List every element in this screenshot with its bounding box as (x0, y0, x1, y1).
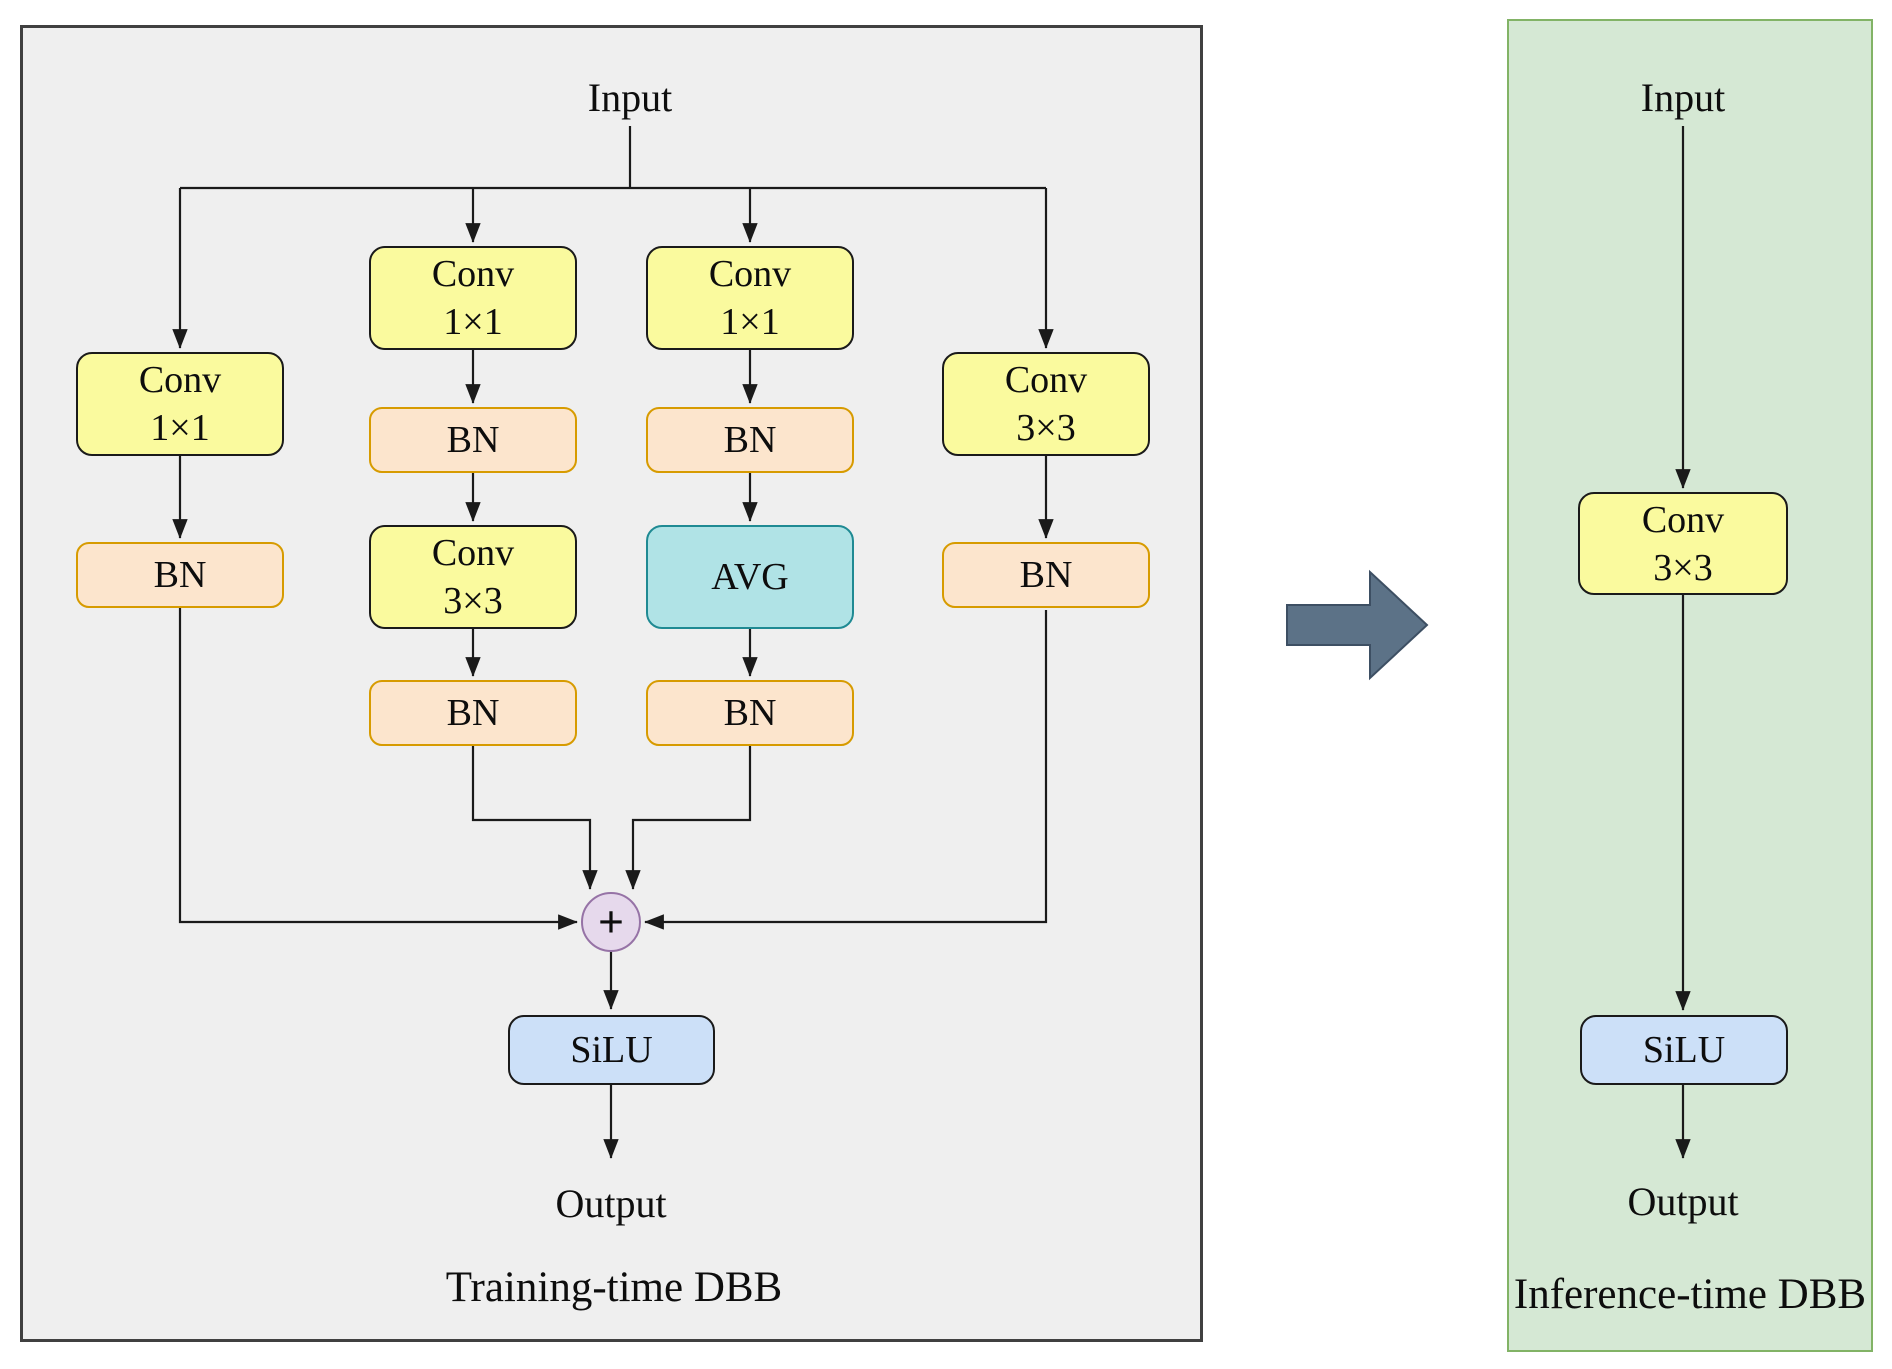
node-sublabel: 3×3 (443, 580, 503, 622)
node-label: BN (1019, 554, 1073, 596)
b1-bn-box: BN (76, 542, 284, 608)
b3-bn1-box: BN (646, 407, 854, 473)
arrow-b2-to-sum (471, 746, 598, 890)
b4-conv-3x3-box: Conv 3×3 (942, 352, 1150, 456)
node-label: BN (723, 692, 777, 734)
arrow-b4-to-sum (644, 610, 1048, 930)
b2-conv-3x3-box: Conv 3×3 (369, 525, 577, 629)
node-label: SiLU (1642, 1029, 1726, 1071)
node-sublabel: 3×3 (1653, 546, 1713, 589)
b3-bn2-box: BN (646, 680, 854, 746)
node-sublabel: 3×3 (1016, 407, 1076, 449)
b3-conv-1x1-box: Conv 1×1 (646, 246, 854, 350)
output-label-right: Output (1627, 1179, 1739, 1224)
node-sublabel: 1×1 (443, 301, 503, 343)
node-label: Conv (708, 253, 792, 295)
arrow-b3-to-sum (625, 746, 752, 890)
node-label: Conv (138, 359, 222, 401)
node-sublabel: 1×1 (150, 407, 210, 449)
node-label: Conv (431, 253, 515, 295)
transform-arrow (1286, 569, 1429, 681)
node-sublabel: 1×1 (720, 301, 780, 343)
sum-node: + (581, 892, 641, 952)
node-label: BN (446, 419, 500, 461)
b3-avg-box: AVG (646, 525, 854, 629)
b2-bn1-box: BN (369, 407, 577, 473)
node-label: AVG (711, 556, 789, 598)
output-label: Output (555, 1181, 667, 1226)
b4-bn-box: BN (942, 542, 1150, 608)
conv-3x3-box-right: Conv 3×3 (1578, 492, 1788, 595)
node-label: Conv (1641, 498, 1725, 541)
b1-conv-1x1-box: Conv 1×1 (76, 352, 284, 456)
silu-box-right: SiLU (1580, 1015, 1788, 1085)
b2-conv-1x1-box: Conv 1×1 (369, 246, 577, 350)
node-label: SiLU (570, 1029, 653, 1071)
plus-icon: + (597, 896, 625, 947)
training-panel-title: Training-time DBB (445, 1264, 783, 1311)
arrow-b1-to-sum (178, 608, 578, 930)
node-label: BN (723, 419, 777, 461)
b2-bn2-box: BN (369, 680, 577, 746)
silu-box-left: SiLU (508, 1015, 715, 1085)
node-label: Conv (1004, 359, 1088, 401)
node-label: BN (446, 692, 500, 734)
inference-panel-title: Inference-time DBB (1513, 1271, 1867, 1318)
input-label: Input (587, 75, 673, 120)
node-label: Conv (431, 532, 515, 574)
inference-panel-background (1507, 19, 1873, 1352)
node-label: BN (153, 554, 207, 596)
input-label-right: Input (1640, 75, 1726, 120)
